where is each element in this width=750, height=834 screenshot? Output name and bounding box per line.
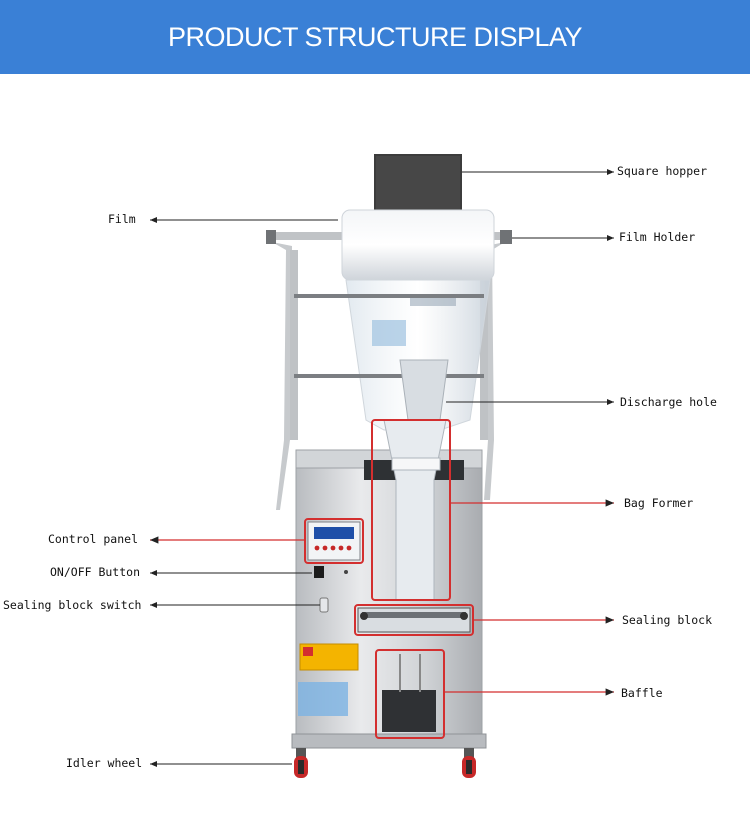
sealing-block-body — [357, 607, 471, 633]
film-roll — [341, 209, 495, 281]
highlight-control-panel — [304, 518, 364, 564]
highlight-bag-former — [371, 419, 451, 601]
label-sealing-block: Sealing block — [622, 613, 713, 627]
label-bag-former: Bag Former — [624, 496, 694, 510]
idler-wheel-right — [462, 748, 476, 778]
baffle-body — [382, 690, 436, 732]
label-film-holder: Film Holder — [619, 230, 696, 244]
label-control-panel: Control panel — [48, 532, 139, 546]
label-idler-wheel: Idler wheel — [66, 756, 143, 770]
discharge-cone — [399, 359, 449, 421]
label-on-off-button: ON/OFF Button — [50, 565, 141, 579]
frame-right — [484, 242, 505, 500]
header-banner: PRODUCT STRUCTURE DISPLAY — [0, 0, 750, 74]
label-square-hopper: Square hopper — [617, 164, 708, 178]
highlight-baffle — [375, 649, 445, 739]
machine-base — [291, 733, 487, 749]
on-off-button — [314, 566, 324, 578]
sealing-block-switch — [319, 597, 329, 613]
label-discharge-hole: Discharge hole — [620, 395, 717, 409]
logo-sticker — [298, 682, 348, 716]
label-baffle: Baffle — [621, 686, 663, 700]
label-film: Film — [108, 212, 136, 226]
label-sealing-block-switch: Sealing block switch — [3, 598, 142, 612]
page-title: PRODUCT STRUCTURE DISPLAY — [167, 21, 583, 52]
frame-left — [272, 242, 292, 510]
idler-wheel-left — [294, 748, 308, 778]
